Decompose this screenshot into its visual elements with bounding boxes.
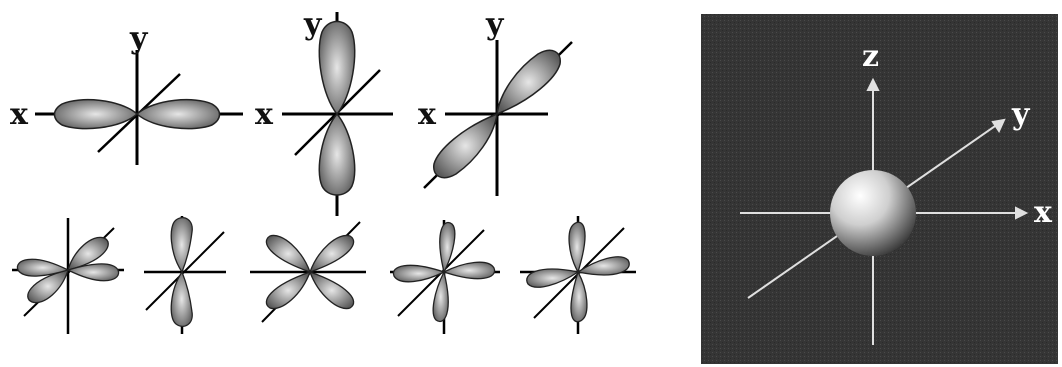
s-orbital-panel: z y x (701, 14, 1058, 364)
px-lobe-left (53, 98, 139, 130)
pz-orbital: y x (418, 7, 573, 196)
s-orbital-sphere (830, 170, 916, 256)
py-orbital: y x (255, 7, 393, 216)
pz-x-label: x (418, 97, 437, 132)
px-x-label: x (10, 97, 29, 132)
s-x-label: x (1034, 195, 1053, 230)
s-y-label: y (1011, 97, 1031, 132)
py-lobe-top (318, 20, 356, 116)
s-z-arrowhead (866, 77, 880, 91)
pz-lobe-upper (496, 49, 561, 116)
s-x-arrowhead (1015, 206, 1029, 220)
py-x-label: x (255, 97, 274, 132)
d-orbital-3 (250, 221, 366, 323)
d-orbital-2 (144, 216, 226, 334)
px-y-label: y (129, 21, 149, 56)
px-orbital: y x (10, 21, 243, 165)
py-lobe-bottom (318, 112, 356, 196)
d-orbital-5 (520, 216, 636, 334)
pz-lobe-lower (433, 112, 498, 179)
s-y-arrowhead (991, 118, 1006, 134)
px-lobe-right (135, 98, 221, 130)
d-orbital-4 (390, 220, 500, 334)
pz-y-label: y (485, 7, 505, 42)
py-y-label: y (303, 7, 323, 42)
d-orbital-1 (12, 218, 124, 334)
s-z-label: z (862, 39, 879, 74)
